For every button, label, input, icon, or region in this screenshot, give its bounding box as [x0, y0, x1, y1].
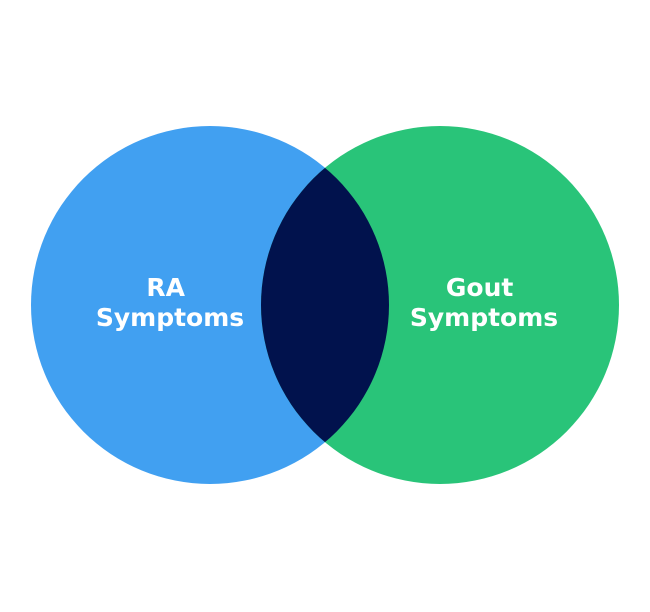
gout-label-line1: Gout [446, 273, 513, 302]
overlap-region [261, 126, 389, 484]
ra-label: RA Symptoms [96, 273, 244, 332]
ra-label-line2: Symptoms [96, 303, 244, 332]
gout-label-line2: Symptoms [410, 303, 558, 332]
ra-label-line1: RA [146, 273, 185, 302]
gout-label: Gout Symptoms [410, 273, 558, 332]
